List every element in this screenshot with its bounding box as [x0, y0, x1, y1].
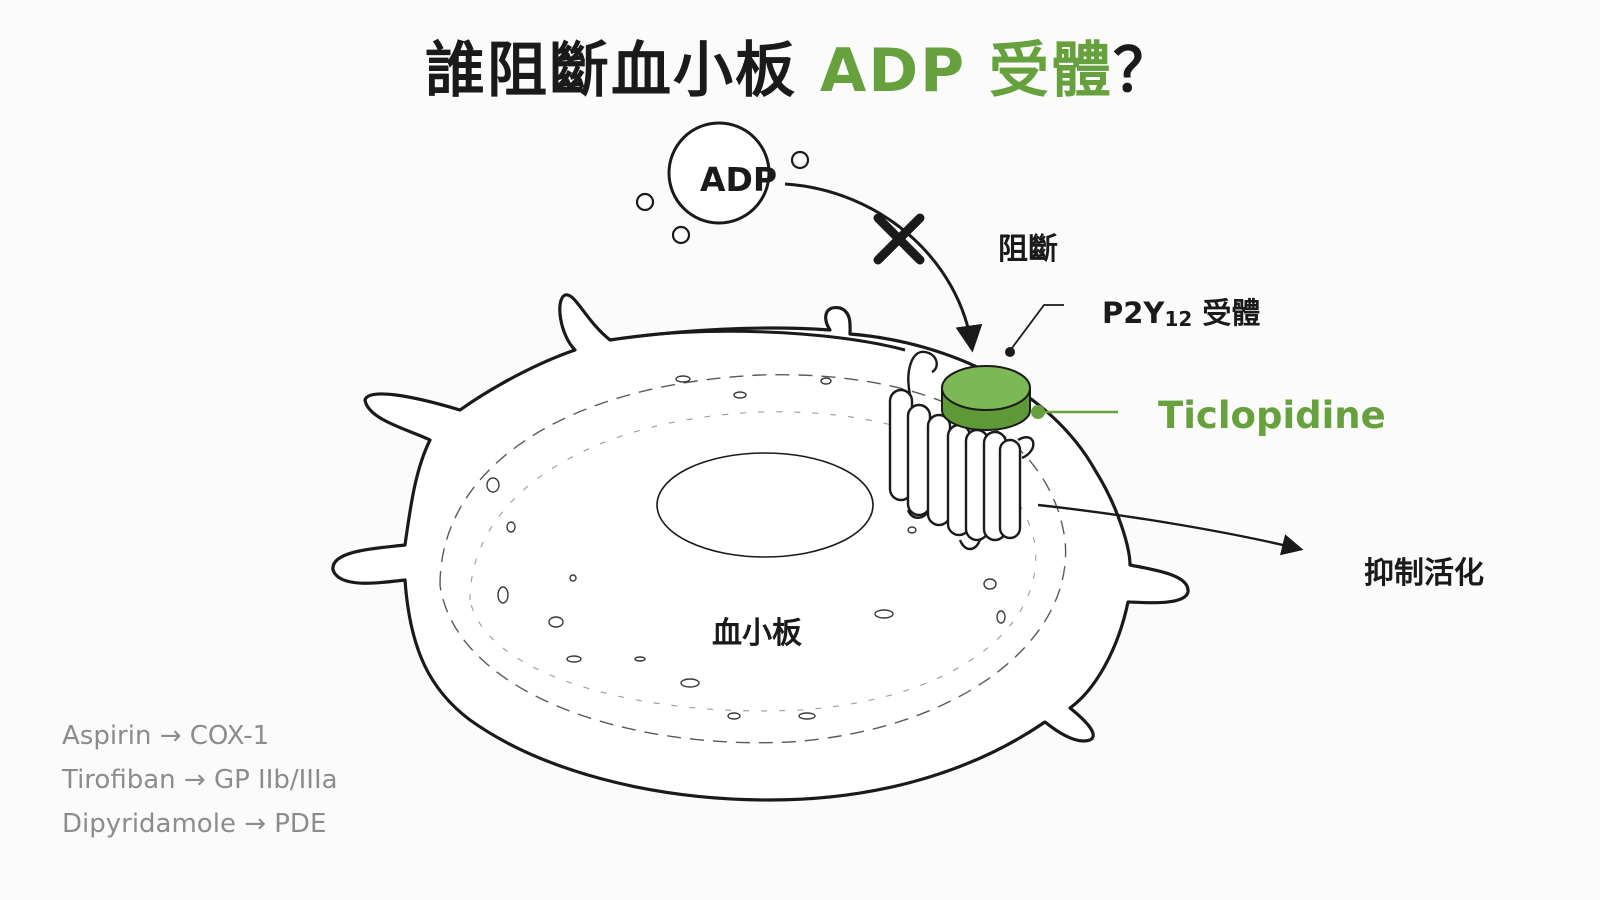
title-main: 誰阻斷血小板: [425, 36, 820, 106]
platelet-body: [331, 293, 1190, 802]
other-drug-item: Dipyridamole → PDE: [62, 809, 327, 839]
drug-leader-line: [1031, 405, 1118, 419]
adp-binding-arrow: [784, 182, 983, 353]
adp-molecule-icon: [635, 121, 810, 245]
title-end: ？: [1113, 36, 1175, 106]
p2y12-receptor-icon: [888, 350, 1035, 551]
page-title: 誰阻斷血小板 ADP 受體？: [0, 22, 1600, 109]
receptor-subscript: 12: [1164, 307, 1193, 331]
adp-label: ADP: [700, 160, 778, 199]
receptor-suffix: 受體: [1192, 296, 1261, 330]
platelet-label: 血小板: [712, 616, 802, 651]
receptor-prefix: P2Y: [1102, 296, 1165, 330]
inhibit-label: 抑制活化: [1364, 556, 1484, 591]
receptor-leader-line: [1005, 304, 1064, 357]
other-drug-item: Aspirin → COX-1: [62, 721, 270, 751]
drug-label: Ticlopidine: [1158, 394, 1386, 437]
block-x-icon: [873, 213, 925, 265]
block-label: 阻斷: [998, 232, 1058, 267]
other-drugs-list: Aspirin → COX-1 Tirofiban → GP IIb/IIIa …: [62, 714, 338, 846]
ticlopidine-disk-icon: [941, 365, 1031, 431]
title-accent: ADP 受體: [819, 36, 1113, 106]
other-drug-item: Tirofiban → GP IIb/IIIa: [62, 765, 338, 795]
receptor-label: P2Y12 受體: [1102, 290, 1260, 332]
inhibit-arrow: [1037, 503, 1304, 556]
